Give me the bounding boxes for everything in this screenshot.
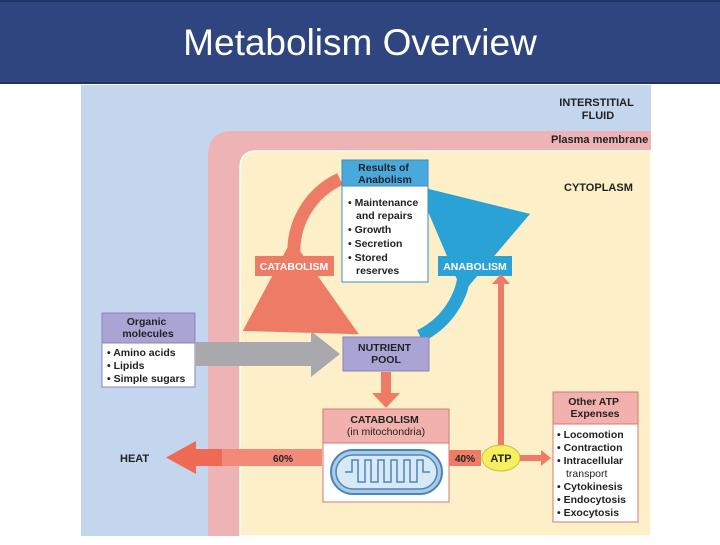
atp-flow-arrow xyxy=(449,450,481,466)
heat-label: HEAT xyxy=(120,453,149,465)
other-atp-list: • Locomotion • Contraction • Intracellul… xyxy=(557,429,629,519)
metabolism-diagram: INTERSTITIAL FLUID Plasma membrane CYTOP… xyxy=(0,84,720,540)
anabolism-cycle-label-box xyxy=(438,256,512,276)
interstitial-fluid-label: INTERSTITIAL FLUID xyxy=(559,97,636,122)
nutrient-pool-label: NUTRIENT POOL xyxy=(358,342,414,366)
catabolism-mito-title: CATABOLISM (in mitochondria) xyxy=(347,414,425,438)
atp-percent: 40% xyxy=(455,454,475,465)
nutrient-pool-box xyxy=(342,336,430,372)
atp-label: ATP xyxy=(490,453,511,465)
results-list: • Maintenance and repairs • Growth • Sec… xyxy=(348,197,421,277)
organic-title: Organic molecules xyxy=(122,316,174,340)
title-bar: Metabolism Overview xyxy=(0,0,720,84)
atp-to-anabolism-arrow xyxy=(492,274,510,445)
catabolism-cycle-arrow xyxy=(242,173,359,335)
heat-arrow-highlight xyxy=(222,449,322,466)
mitochondrion-icon xyxy=(330,449,443,495)
other-atp-list-box xyxy=(552,423,639,523)
anabolism-cycle-label: ANABOLISM xyxy=(443,261,507,273)
uptake-arrow xyxy=(196,331,340,377)
heat-percent: 60% xyxy=(273,454,293,465)
organic-list-box xyxy=(101,342,196,388)
results-title-box xyxy=(341,159,429,187)
other-atp-title: Other ATP Expenses xyxy=(568,396,621,420)
plasma-membrane-label: Plasma membrane xyxy=(551,134,648,146)
cytoplasm-label: CYTOPLASM xyxy=(564,182,633,194)
results-list-box xyxy=(341,185,429,283)
diagram-canvas: INTERSTITIAL FLUID Plasma membrane CYTOP… xyxy=(81,85,652,537)
atp-to-expenses-arrow xyxy=(520,450,551,466)
other-atp-title-box xyxy=(552,391,639,425)
organic-list: • Amino acids • Lipids • Simple sugars xyxy=(107,347,186,385)
page-title: Metabolism Overview xyxy=(183,22,537,63)
catabolism-cycle-label: CATABOLISM xyxy=(260,261,329,273)
results-title: Results of Anabolism xyxy=(358,162,412,186)
catabolism-cycle-label-box xyxy=(255,256,334,276)
pool-to-catabolism-arrow xyxy=(372,372,400,408)
catabolism-mito-title-box xyxy=(322,408,450,444)
